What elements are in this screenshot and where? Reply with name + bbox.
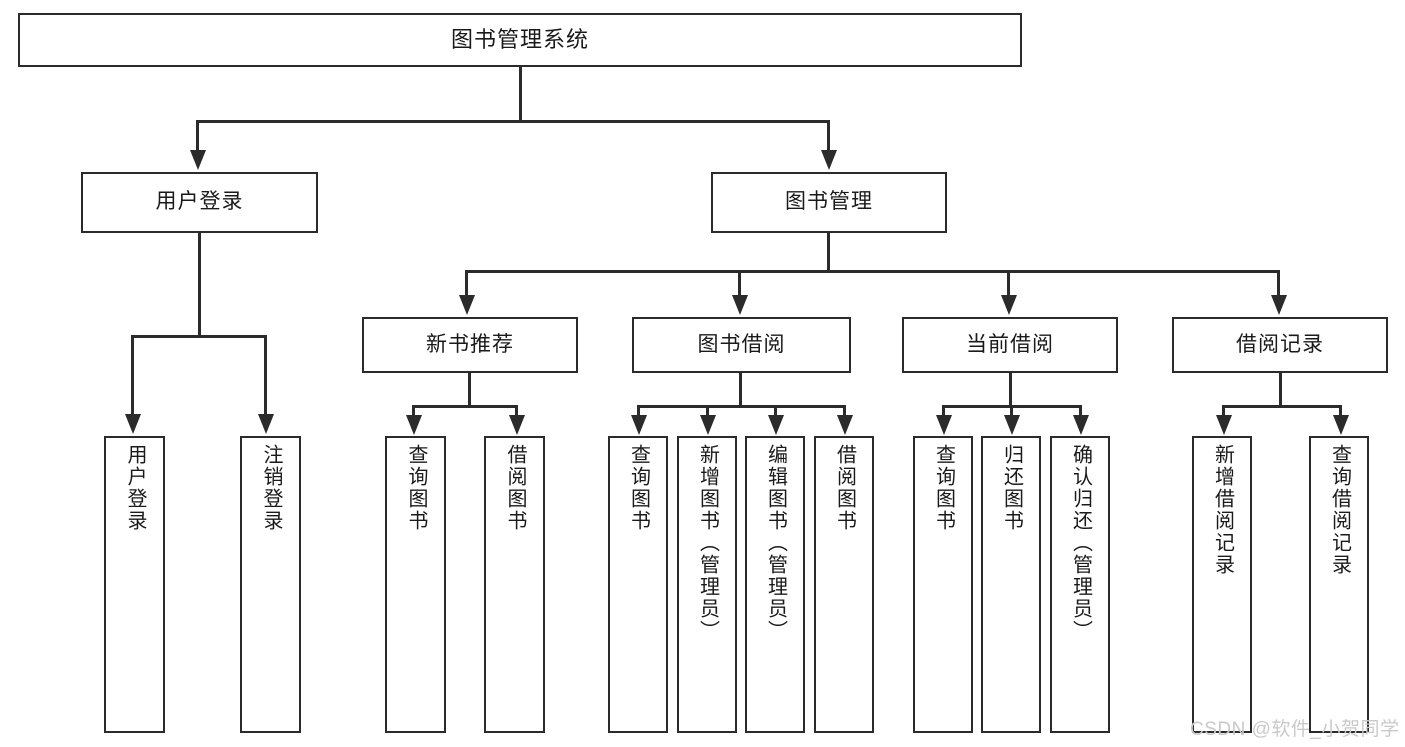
node-current-borrow[interactable]: 当前借阅 xyxy=(902,317,1118,373)
node-label: 借阅图书 xyxy=(504,444,526,532)
arrowhead-leaf-query-book-2 xyxy=(631,415,647,435)
connector-drop-leaf-add-borrow-record xyxy=(1222,405,1225,417)
node-label: 借阅记录 xyxy=(1236,332,1324,356)
connector-drop-leaf-query-borrow-record xyxy=(1339,405,1342,417)
arrowhead-leaf-edit-book-admin xyxy=(768,415,784,435)
arrowhead-book-borrow xyxy=(732,295,748,315)
node-leaf-query-book-1[interactable]: 查询图书 xyxy=(385,436,446,733)
node-leaf-query-book-2[interactable]: 查询图书 xyxy=(608,436,668,733)
node-new-book-recommend[interactable]: 新书推荐 xyxy=(362,317,578,373)
arrowhead-leaf-query-book-1 xyxy=(406,415,422,435)
node-label: 当前借阅 xyxy=(966,332,1054,356)
node-label: 归还图书 xyxy=(1000,444,1023,532)
connector-drop-leaf-return-book xyxy=(1010,405,1013,417)
connector-drop-leaf-query-book-3 xyxy=(942,405,945,417)
node-label: 新增图书（管理员） xyxy=(696,444,719,642)
connector-book-management-stem xyxy=(827,233,830,270)
connector-drop-leaf-confirm-return-admin xyxy=(1079,405,1082,417)
arrowhead-book-management xyxy=(821,150,837,170)
connector-book-borrow-stem xyxy=(739,373,742,405)
arrowhead-leaf-add-borrow-record xyxy=(1216,415,1232,435)
node-label: 图书管理 xyxy=(785,190,873,214)
node-leaf-edit-book-admin[interactable]: 编辑图书（管理员） xyxy=(745,436,805,733)
connector-drop-leaf-borrow-book-2 xyxy=(843,405,846,417)
arrowhead-leaf-borrow-book-2 xyxy=(837,415,853,435)
connector-drop-book-borrow xyxy=(738,270,741,297)
connector-drop-borrow-record xyxy=(1277,270,1280,297)
node-label: 用户登录 xyxy=(155,190,244,214)
node-label: 新增借阅记录 xyxy=(1211,444,1234,576)
node-leaf-add-book-admin[interactable]: 新增图书（管理员） xyxy=(677,436,737,733)
node-label: 图书借阅 xyxy=(697,332,786,356)
node-leaf-return-book[interactable]: 归还图书 xyxy=(981,436,1041,733)
connector-drop-current-borrow xyxy=(1007,270,1010,297)
arrowhead-leaf-borrow-book-1 xyxy=(509,415,525,435)
node-book-management[interactable]: 图书管理 xyxy=(711,172,947,233)
node-leaf-user-login[interactable]: 用户登录 xyxy=(104,436,165,733)
connector-drop-user-login xyxy=(196,120,199,152)
node-label: 注销登录 xyxy=(260,444,282,532)
arrowhead-leaf-logout-login xyxy=(258,414,274,434)
connector-user-login-stem xyxy=(198,233,201,335)
arrowhead-borrow-record xyxy=(1271,295,1287,315)
arrowhead-leaf-return-book xyxy=(1004,415,1020,435)
connector-drop-leaf-user-login xyxy=(131,335,134,416)
connector-drop-leaf-add-book-admin xyxy=(706,405,709,417)
node-leaf-query-borrow-record[interactable]: 查询借阅记录 xyxy=(1309,436,1369,733)
node-label: 查询图书 xyxy=(405,444,427,532)
node-leaf-borrow-book-1[interactable]: 借阅图书 xyxy=(484,436,545,733)
connector-drop-leaf-edit-book-admin xyxy=(774,405,777,417)
connector-current-borrow-stem xyxy=(1009,373,1012,405)
connector-drop-new-book-recommend xyxy=(465,270,468,297)
arrowhead-new-book-recommend xyxy=(459,295,475,315)
arrowhead-leaf-confirm-return-admin xyxy=(1073,415,1089,435)
node-label: 查询图书 xyxy=(932,444,955,532)
node-leaf-add-borrow-record[interactable]: 新增借阅记录 xyxy=(1192,436,1252,733)
node-leaf-borrow-book-2[interactable]: 借阅图书 xyxy=(814,436,874,733)
arrowhead-leaf-user-login xyxy=(125,414,141,434)
node-label: 查询图书 xyxy=(627,444,650,532)
arrowhead-user-login xyxy=(190,150,206,170)
node-label: 借阅图书 xyxy=(833,444,856,532)
node-leaf-confirm-return-admin[interactable]: 确认归还（管理员） xyxy=(1050,436,1110,733)
node-label: 用户登录 xyxy=(124,444,146,532)
connector-new-book-recommend-stem xyxy=(468,373,471,405)
node-label: 图书管理系统 xyxy=(450,27,589,53)
node-label: 编辑图书（管理员） xyxy=(764,444,787,642)
connector-drop-leaf-logout-login xyxy=(264,335,267,416)
connector-borrow-record-bus xyxy=(1222,405,1339,408)
node-book-borrow[interactable]: 图书借阅 xyxy=(632,317,851,373)
connector-book-borrow-bus xyxy=(637,405,844,408)
connector-drop-book-management xyxy=(827,120,830,152)
node-label: 查询借阅记录 xyxy=(1328,444,1351,576)
connector-borrow-record-stem xyxy=(1279,373,1282,405)
arrowhead-leaf-query-book-3 xyxy=(936,415,952,435)
node-label: 新书推荐 xyxy=(426,332,514,356)
connector-level2-bus xyxy=(196,120,829,123)
node-leaf-query-book-3[interactable]: 查询图书 xyxy=(913,436,973,733)
connector-new-book-recommend-bus xyxy=(412,405,515,408)
connector-drop-leaf-query-book-1 xyxy=(412,405,415,417)
arrowhead-leaf-query-borrow-record xyxy=(1333,415,1349,435)
node-leaf-logout-login[interactable]: 注销登录 xyxy=(240,436,301,733)
node-user-login[interactable]: 用户登录 xyxy=(81,172,318,233)
node-label: 确认归还（管理员） xyxy=(1069,444,1092,642)
connector-drop-leaf-borrow-book-1 xyxy=(515,405,518,417)
node-borrow-record[interactable]: 借阅记录 xyxy=(1172,317,1388,373)
connector-user-login-bus xyxy=(131,335,267,338)
connector-root-stem xyxy=(519,67,522,120)
connector-level3-bus xyxy=(465,270,1280,273)
arrowhead-current-borrow xyxy=(1001,295,1017,315)
node-root-book-management-system[interactable]: 图书管理系统 xyxy=(18,13,1022,67)
arrowhead-leaf-add-book-admin xyxy=(700,415,716,435)
connector-drop-leaf-query-book-2 xyxy=(637,405,640,417)
